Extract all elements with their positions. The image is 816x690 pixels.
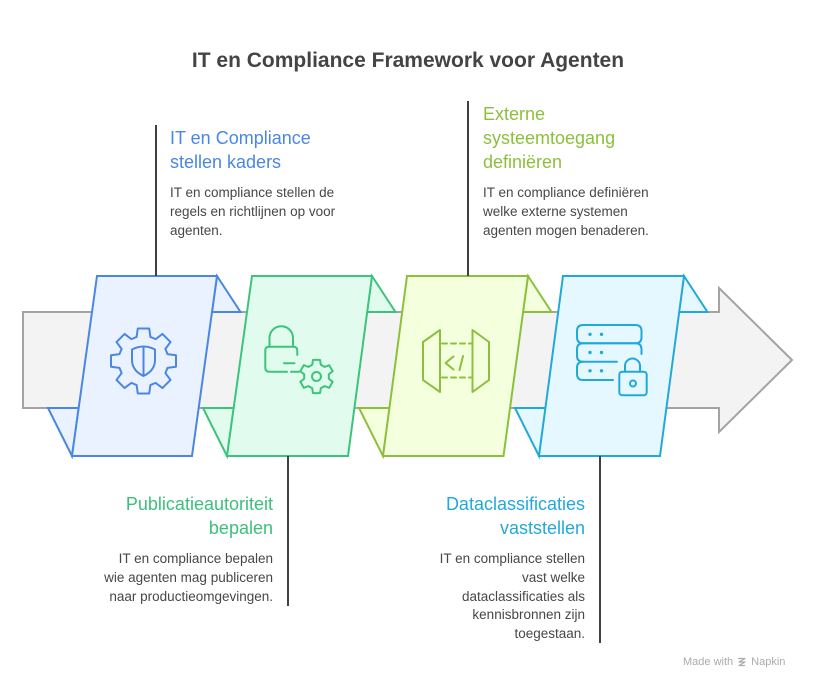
step-1-label: IT en Compliance stellen kaders IT en co…: [170, 126, 400, 240]
step-card-3: [357, 273, 554, 460]
card-panel: [381, 275, 530, 457]
lock-gear-icon: [264, 325, 334, 395]
server-lock-icon: [576, 324, 648, 397]
gear-shield-icon: [110, 327, 177, 395]
step-3-heading: Externe systeemtoegang definiëren: [483, 104, 616, 172]
card-panel: [537, 275, 686, 457]
watermark-brand: Napkin: [751, 656, 786, 668]
step-3-label: Externe systeemtoegang definiëren IT en …: [483, 102, 713, 240]
step-4-description: IT en compliance stellen vast welke data…: [439, 551, 585, 642]
step-2-description: IT en compliance bepalen wie agenten mag…: [104, 551, 273, 604]
watermark-prefix: Made with: [683, 656, 734, 668]
step-card-4: [513, 273, 710, 460]
step-4-heading: Dataclassificaties vaststellen: [445, 494, 585, 538]
watermark: Made with Napkin: [683, 655, 785, 669]
step-2-heading: Publicatieautoriteit bepalen: [125, 494, 273, 538]
step-2-label: Publicatieautoriteit bepalen IT en compl…: [43, 492, 273, 606]
step-1-heading: IT en Compliance stellen kaders: [170, 128, 311, 172]
step-4-label: Dataclassificaties vaststellen IT en com…: [355, 492, 585, 644]
step-card-2: [201, 273, 398, 460]
step-3-description: IT en compliance definiëren welke extern…: [483, 185, 649, 238]
card-panel: [225, 275, 374, 457]
step-1-description: IT en compliance stellen de regels en ri…: [170, 185, 336, 238]
step-card-1: [46, 273, 243, 460]
napkin-logo-icon: [738, 657, 746, 666]
diagram-title: IT en Compliance Framework voor Agenten: [191, 49, 625, 72]
api-code-icon: [422, 329, 490, 393]
